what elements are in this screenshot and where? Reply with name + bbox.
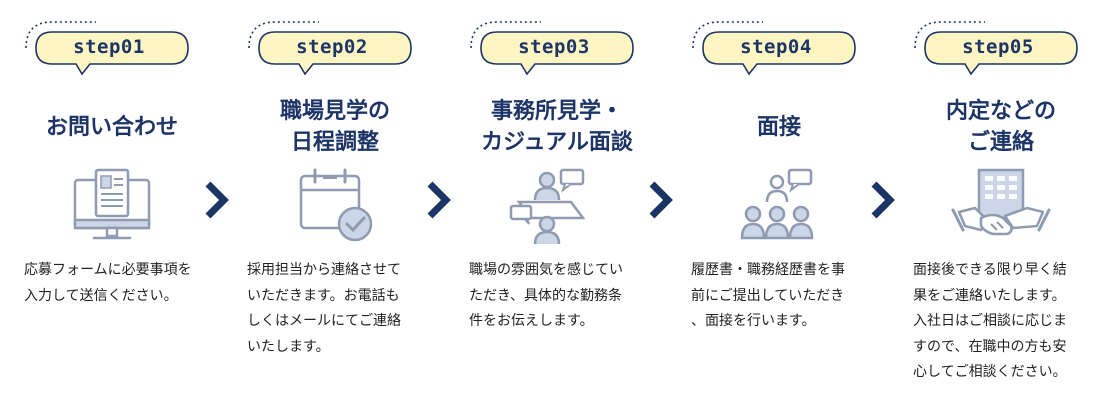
step-description: 採用担当から連絡させて いただきます。お電話も しくはメールにてご連絡 いたしま…: [247, 262, 401, 355]
chevron-right-icon: [646, 180, 676, 220]
chevron-right-icon: [202, 180, 232, 220]
step-badge: step02: [245, 18, 415, 78]
step-badge: step05: [911, 18, 1081, 78]
chevron-right-icon: [424, 180, 454, 220]
step-badge-label: step01: [73, 36, 145, 58]
step-badge: step03: [467, 18, 637, 78]
step-2: step02 職場見学の 日程調整 採用担当から連絡させて いただきます。お電話…: [237, 0, 433, 404]
step-title: 事務所見学・ カジュアル面談: [481, 99, 633, 155]
monitor-document-icon: [52, 168, 172, 248]
step-3: step03 事務所見学・ カジュアル面談 職場の雰囲気を感じてい ただき、具体…: [459, 0, 655, 404]
casual-meeting-icon: [497, 168, 617, 248]
step-description: 応募フォームに必要事項を 入力して送信ください。: [24, 262, 192, 304]
step-4: step04 面接 履歴書・職務経歴書を事 前にご提出していただき 、面接を行い…: [681, 0, 877, 404]
step-title: 職場見学の 日程調整: [279, 99, 390, 155]
step-title: 面接: [756, 114, 801, 140]
step-badge: step01: [22, 18, 192, 78]
step-description: 履歴書・職務経歴書を事 前にご提出していただき 、面接を行います。: [691, 262, 845, 329]
step-badge-label: step03: [518, 36, 590, 58]
step-description: 職場の雰囲気を感じてい ただき、具体的な勤務条 件をお伝えします。: [469, 262, 623, 329]
step-title: お問い合わせ: [45, 114, 178, 140]
handshake-building-icon: [941, 168, 1061, 248]
calendar-check-icon: [275, 168, 395, 248]
chevron-right-icon: [868, 180, 898, 220]
step-badge-label: step02: [296, 36, 368, 58]
step-1: step01 お問い合わせ 応募フォームに必要事項を 入力して送信ください。: [14, 0, 210, 404]
step-description: 面接後できる限り早く結 果をご連絡いたします。 入社日はご相談に応じま すので、…: [913, 262, 1067, 380]
step-badge: step04: [689, 18, 859, 78]
step-badge-label: step05: [962, 36, 1034, 58]
step-badge-label: step04: [740, 36, 812, 58]
interview-group-icon: [719, 168, 839, 248]
step-title: 内定などの ご連絡: [945, 99, 1056, 155]
step-5: step05 内定などの ご連絡: [903, 0, 1099, 404]
